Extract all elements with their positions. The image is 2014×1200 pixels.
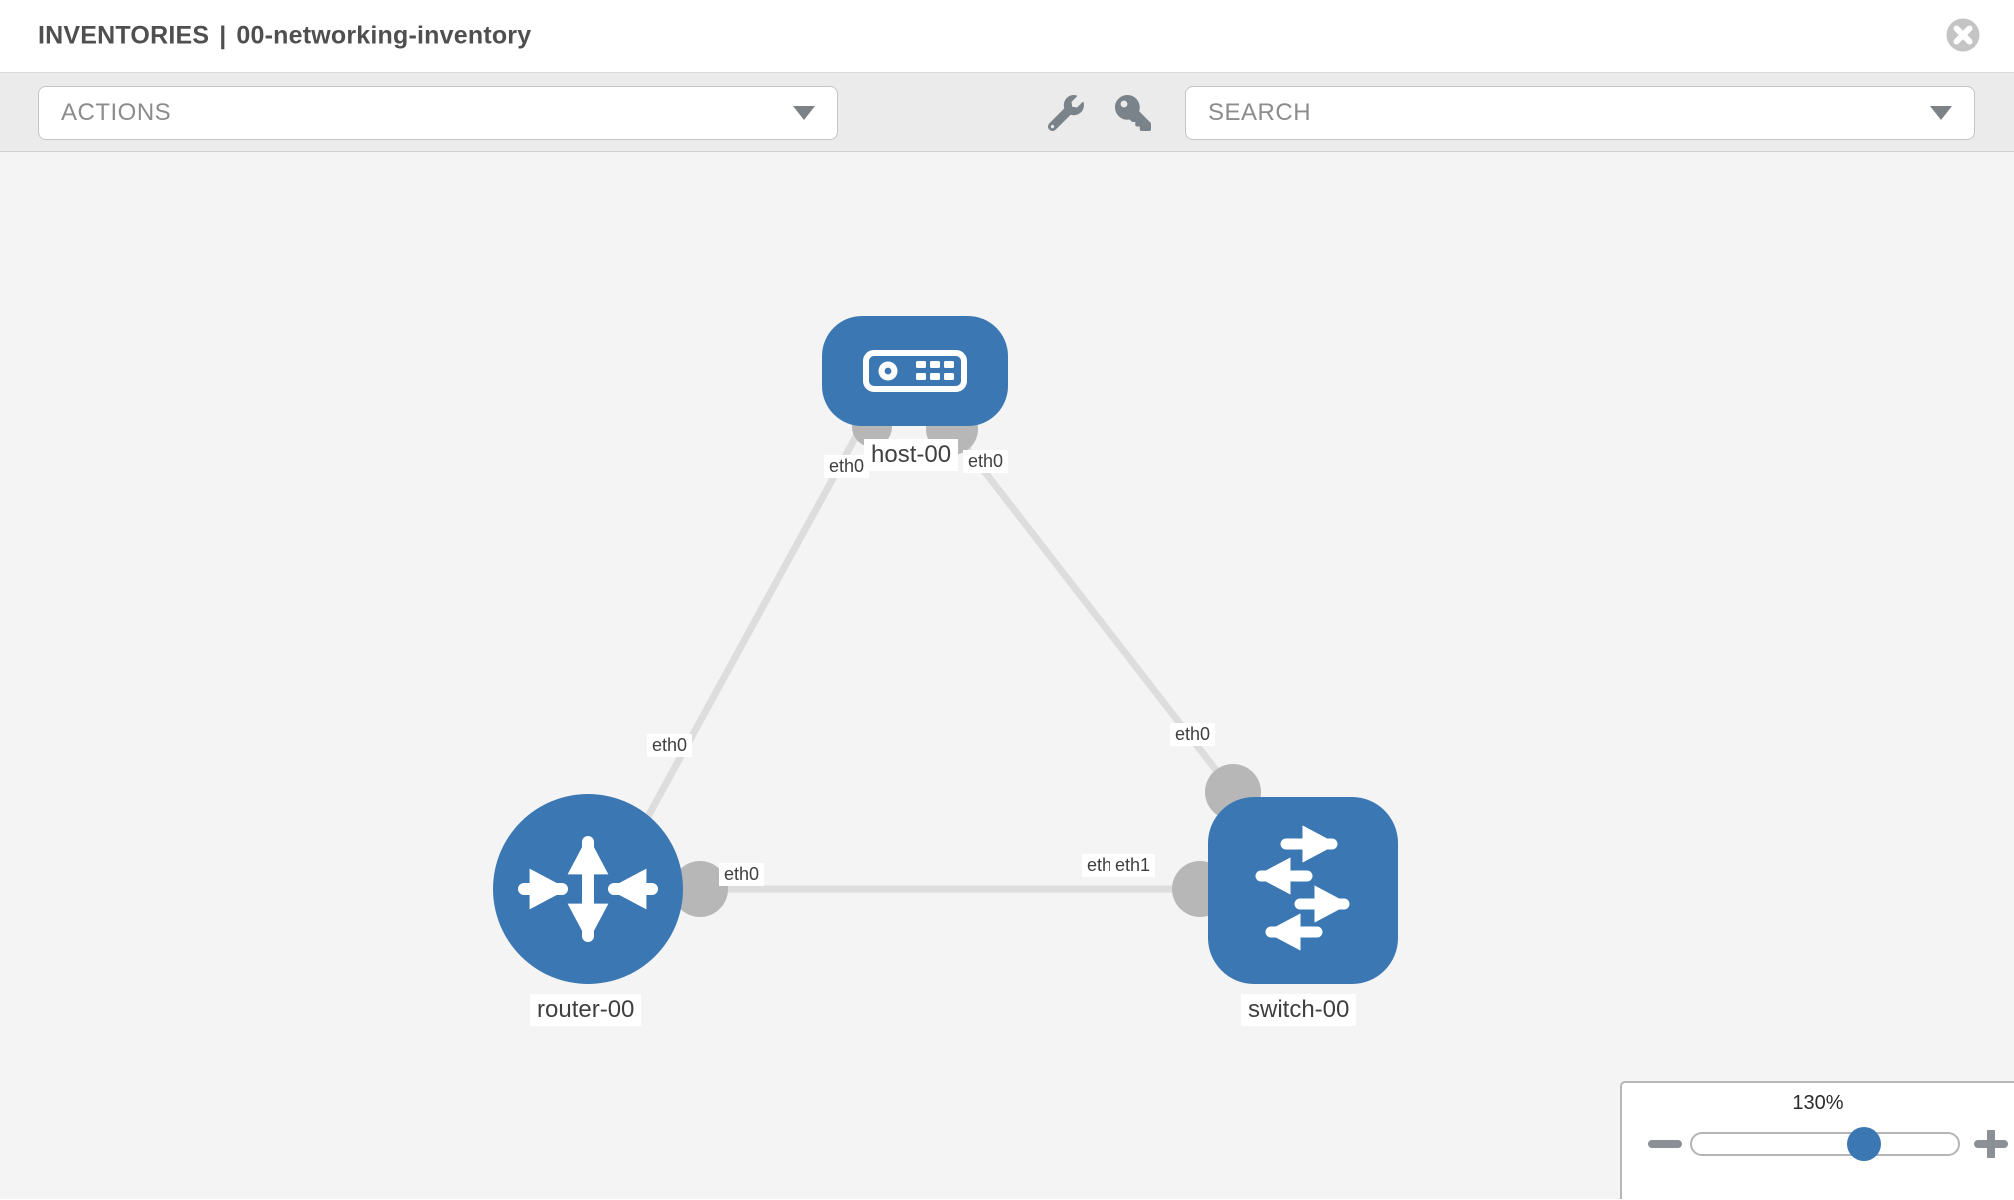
zoom-in-button[interactable]	[1974, 1127, 2008, 1161]
node-switch-00[interactable]	[1208, 797, 1398, 984]
chevron-down-icon	[793, 106, 815, 120]
zoom-out-button[interactable]	[1648, 1130, 1682, 1158]
interface-label: eth0	[719, 863, 765, 886]
zoom-percentage: 130%	[1792, 1092, 1844, 1114]
node-label-switch: switch-00	[1241, 994, 1357, 1026]
interface-dot	[672, 861, 728, 917]
node-label-host: host-00	[864, 439, 959, 471]
inventory-name: 00-networking-inventory	[236, 21, 532, 50]
interface-label: eth0	[647, 734, 693, 757]
key-icon	[1115, 95, 1151, 131]
page-title: INVENTORIES | 00-networking-inventory	[38, 22, 531, 51]
actions-dropdown-label: ACTIONS	[61, 99, 172, 126]
interface-label: eth0	[963, 450, 1009, 473]
search-dropdown[interactable]: SEARCH	[1185, 86, 1975, 140]
interface-label: eth0	[1170, 723, 1216, 746]
node-label-router: router-00	[530, 994, 642, 1026]
credentials-button[interactable]	[1114, 95, 1152, 133]
search-dropdown-label: SEARCH	[1208, 99, 1312, 126]
zoom-slider-track[interactable]	[1690, 1132, 1960, 1156]
chevron-down-icon	[1930, 106, 1952, 120]
actions-dropdown[interactable]: ACTIONS	[38, 86, 838, 140]
close-button[interactable]	[1945, 17, 1981, 53]
minus-icon	[1648, 1140, 1682, 1148]
interface-label: eth1	[1110, 854, 1156, 877]
topology-canvas[interactable]: eth0 eth0 eth0 eth0 eth0 eth0 eth1 host-…	[0, 152, 2014, 1199]
zoom-slider-thumb[interactable]	[1847, 1127, 1881, 1161]
breadcrumb-context: INVENTORIES	[38, 21, 210, 50]
plus-icon	[1974, 1127, 2008, 1161]
page-header: INVENTORIES | 00-networking-inventory	[0, 0, 2014, 72]
wrench-icon	[1047, 95, 1084, 132]
breadcrumb-separator: |	[219, 21, 227, 50]
node-host-00[interactable]	[822, 316, 1008, 426]
interface-label: eth0	[824, 455, 870, 478]
node-router-00[interactable]	[493, 794, 683, 984]
zoom-control-panel: 130%	[1620, 1081, 2014, 1199]
tools-button[interactable]	[1047, 95, 1085, 133]
link-host-router[interactable]	[618, 427, 864, 866]
close-icon	[1946, 18, 1980, 52]
toolbar: ACTIONS SEARCH	[0, 72, 2014, 152]
switch-arrows-icon	[1255, 825, 1350, 951]
server-icon	[863, 350, 967, 392]
router-arrows-icon	[518, 836, 658, 942]
